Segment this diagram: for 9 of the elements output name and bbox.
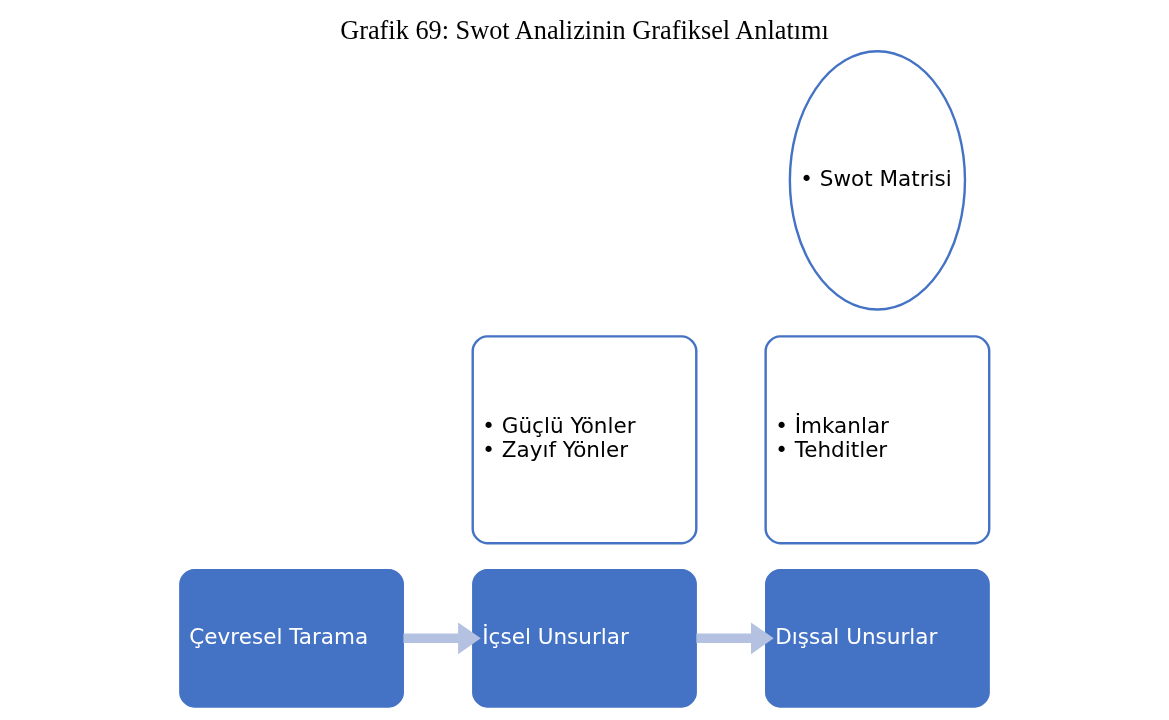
node-ellipse: • Swot Matrisi (788, 50, 967, 311)
diagram-title: Grafik 69: Swot Analizinin Grafiksel Anlatımı (340, 15, 829, 45)
arrow (403, 622, 481, 655)
arrow (696, 622, 774, 655)
node-box: • Güçlü Yönler • Zayıf Yönler (471, 335, 698, 545)
node-box: • İmkanlar • Tehditler (764, 335, 991, 545)
node-box: Dışsal Unsurlar (765, 568, 990, 708)
node-box: Çevresel Tarama (179, 568, 404, 708)
node-box: İçsel Unsurlar (472, 568, 697, 708)
